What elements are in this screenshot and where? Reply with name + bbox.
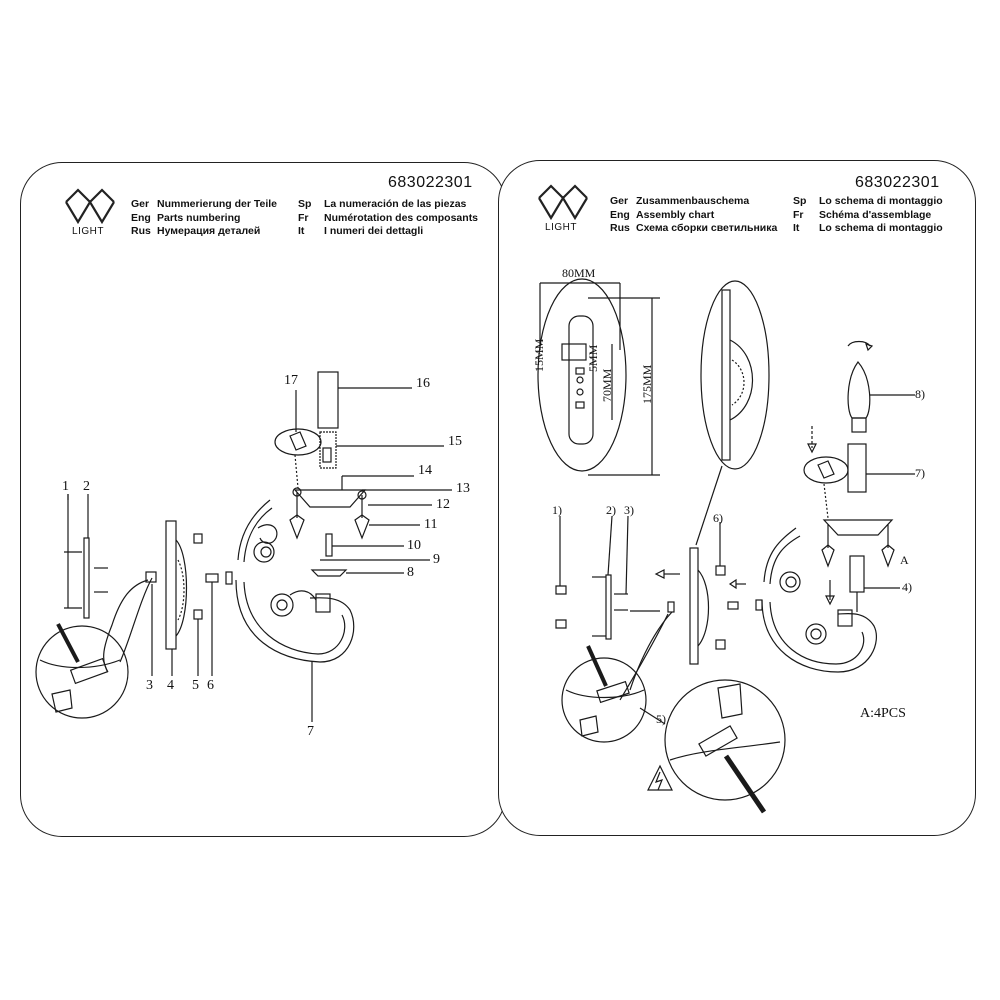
wall-plate-assembly	[555, 569, 680, 640]
bulb-8	[847, 340, 915, 433]
terminal-detail-right-1	[561, 645, 647, 743]
dim-slot-width-label: 15MM	[532, 338, 546, 372]
direction-arrows	[807, 426, 835, 606]
part-number-6: 6	[207, 678, 214, 693]
part-number-11: 11	[424, 517, 438, 532]
step-7: 7)	[915, 466, 925, 480]
part-number-10: 10	[407, 538, 421, 553]
brand-logo: LIGHT	[62, 186, 122, 246]
canopy-plate-right	[667, 547, 763, 665]
supply-wires	[103, 571, 157, 673]
step-2: 2)	[606, 503, 616, 517]
tube-10	[325, 533, 333, 557]
step-4: 4)	[902, 580, 912, 594]
mounting-plate-dimension-drawing	[537, 278, 660, 476]
part-number-4: 4	[167, 678, 174, 693]
part-number-13: 13	[456, 481, 470, 496]
step-5: 5)	[656, 712, 666, 726]
canopy-plate	[165, 520, 188, 650]
brand-name: LIGHT	[545, 222, 577, 233]
step-3: 3)	[624, 503, 634, 517]
step-6: 6)	[713, 511, 723, 525]
part-number-2: 2	[83, 479, 90, 494]
part-number-14: 14	[418, 463, 432, 478]
curved-arm	[235, 499, 355, 663]
fixture-assembled-right	[761, 519, 895, 673]
callout-a: A	[900, 553, 909, 567]
canopy-side-detail	[695, 280, 770, 546]
dim-slot-height-label: 5MM	[586, 344, 600, 372]
dim-width-label: 80MM	[562, 266, 596, 280]
part-number-16: 16	[416, 376, 430, 391]
part-number-8: 8	[407, 565, 414, 580]
terminal-block-detail	[35, 623, 129, 719]
part-number-5: 5	[192, 678, 199, 693]
part-number-1: 1	[62, 479, 69, 494]
quantity-note: A:4PCS	[860, 706, 906, 721]
bulb-lamp-right	[803, 456, 849, 519]
leader-lines-left	[67, 387, 452, 722]
terminal-detail-right-2	[639, 679, 786, 814]
bulb-cover-16	[317, 371, 339, 429]
wall-bracket-plate	[64, 494, 108, 619]
part-number-17: 17	[284, 373, 298, 388]
candle-cup-14	[293, 476, 367, 508]
part-number-12: 12	[436, 497, 450, 512]
bulb-17	[274, 428, 322, 489]
crystal-pendants-11	[289, 487, 370, 540]
step-8: 8)	[915, 387, 925, 401]
part-number-7: 7	[307, 724, 314, 739]
step-1: 1)	[552, 503, 562, 517]
logo-mark-icon	[65, 188, 115, 225]
assembly-chart-sheet	[498, 160, 976, 836]
socket-15	[319, 431, 337, 469]
leader-lines-right	[559, 515, 900, 595]
washer-8	[310, 569, 348, 577]
part-number-15: 15	[448, 434, 462, 449]
dim-hole-spacing-label: 70MM	[600, 368, 614, 402]
brand-logo-right: LIGHT	[535, 182, 595, 242]
parts-numbering-sheet	[20, 162, 506, 837]
wires-right	[619, 611, 673, 701]
model-code: 683022301	[388, 174, 473, 191]
model-code: 683022301	[855, 174, 940, 191]
cover-7	[847, 443, 915, 493]
brand-name: LIGHT	[72, 226, 104, 237]
dim-height-label: 175MM	[640, 364, 654, 404]
part-number-9: 9	[433, 552, 440, 567]
mounting-screws	[193, 533, 233, 620]
part-number-3: 3	[146, 678, 153, 693]
logo-mark-icon	[538, 184, 588, 221]
electric-warning-icon	[647, 764, 673, 791]
